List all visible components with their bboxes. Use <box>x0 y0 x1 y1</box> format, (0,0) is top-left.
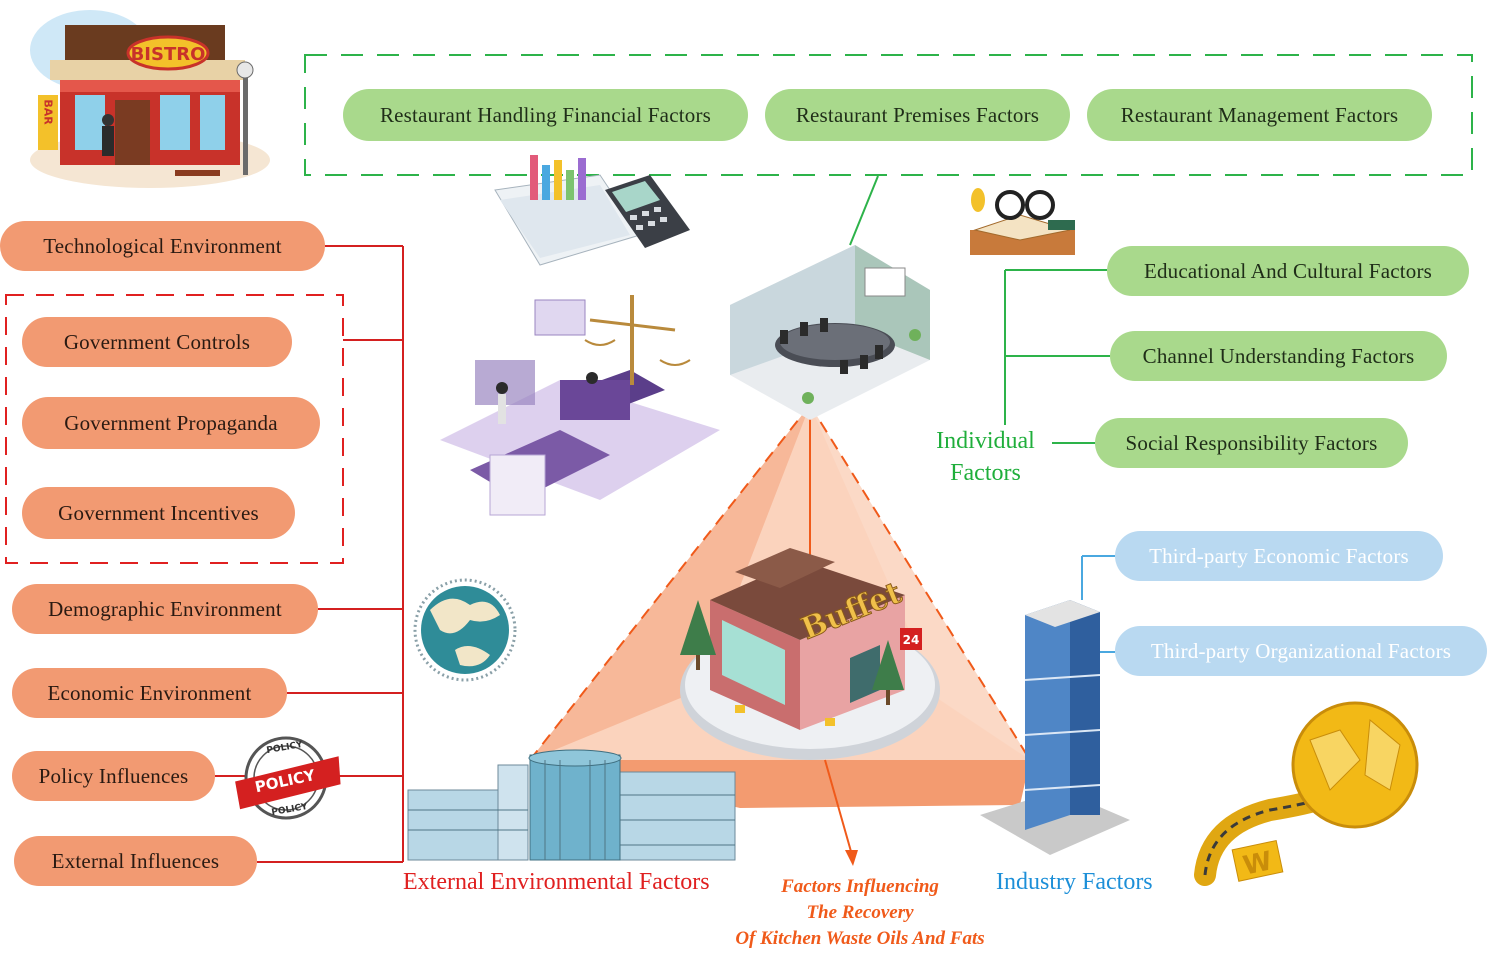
center-title-line1: Factors Influencing <box>781 876 939 897</box>
bistro-sign: BISTRO <box>131 44 206 65</box>
bistro-illustration: BISTRO BAR <box>30 10 270 188</box>
w-logo: W <box>1240 846 1274 881</box>
golden-globe-illustration: W <box>1194 701 1419 886</box>
educational-cultural-factors: Educational And Cultural Factors <box>1107 246 1469 296</box>
open-24-sign: 24 <box>903 633 920 647</box>
center-title: Factors Influencing The Recovery Of Kitc… <box>690 874 1030 952</box>
books-illustration <box>970 188 1075 255</box>
government-illustration <box>440 295 720 516</box>
meeting-room-illustration <box>730 245 930 420</box>
individual-factors-title: Individual Factors <box>928 425 1043 489</box>
globe-illustration <box>413 578 517 682</box>
restaurant-management-factors: Restaurant Management Factors <box>1087 89 1432 141</box>
government-propaganda: Government Propaganda <box>22 397 320 449</box>
buffet-illustration: Buffet 24 <box>680 548 940 760</box>
bar-sign: BAR <box>42 99 55 125</box>
office-complex-illustration <box>407 749 736 861</box>
restaurant-financial-factors: Restaurant Handling Financial Factors <box>343 89 748 141</box>
demographic-environment: Demographic Environment <box>12 584 318 634</box>
top-dashed-box <box>304 54 1473 176</box>
social-responsibility-factors: Social Responsibility Factors <box>1095 418 1408 468</box>
third-party-economic-factors: Third-party Economic Factors <box>1115 531 1443 581</box>
tower-illustration <box>980 600 1130 855</box>
external-environmental-factors-title: External Environmental Factors <box>403 869 710 895</box>
third-party-organizational-factors: Third-party Organizational Factors <box>1115 626 1487 676</box>
restaurant-premises-factors: Restaurant Premises Factors <box>765 89 1070 141</box>
channel-understanding-factors: Channel Understanding Factors <box>1110 331 1447 381</box>
government-controls: Government Controls <box>22 317 292 367</box>
technological-environment: Technological Environment <box>0 221 325 271</box>
individual-title-line2: Factors <box>950 460 1021 486</box>
center-title-line3: Of Kitchen Waste Oils And Fats <box>735 928 985 949</box>
individual-title-line1: Individual <box>936 428 1035 454</box>
policy-influences: Policy Influences <box>12 751 215 801</box>
industry-factors-title: Industry Factors <box>996 869 1153 895</box>
government-incentives: Government Incentives <box>22 487 295 539</box>
finance-illustration <box>494 155 690 266</box>
external-influences: External Influences <box>14 836 257 886</box>
center-title-line2: The Recovery <box>806 902 914 923</box>
policy-stamp: POLICY POLICY POLICY <box>235 736 341 820</box>
economic-environment: Economic Environment <box>12 668 287 718</box>
